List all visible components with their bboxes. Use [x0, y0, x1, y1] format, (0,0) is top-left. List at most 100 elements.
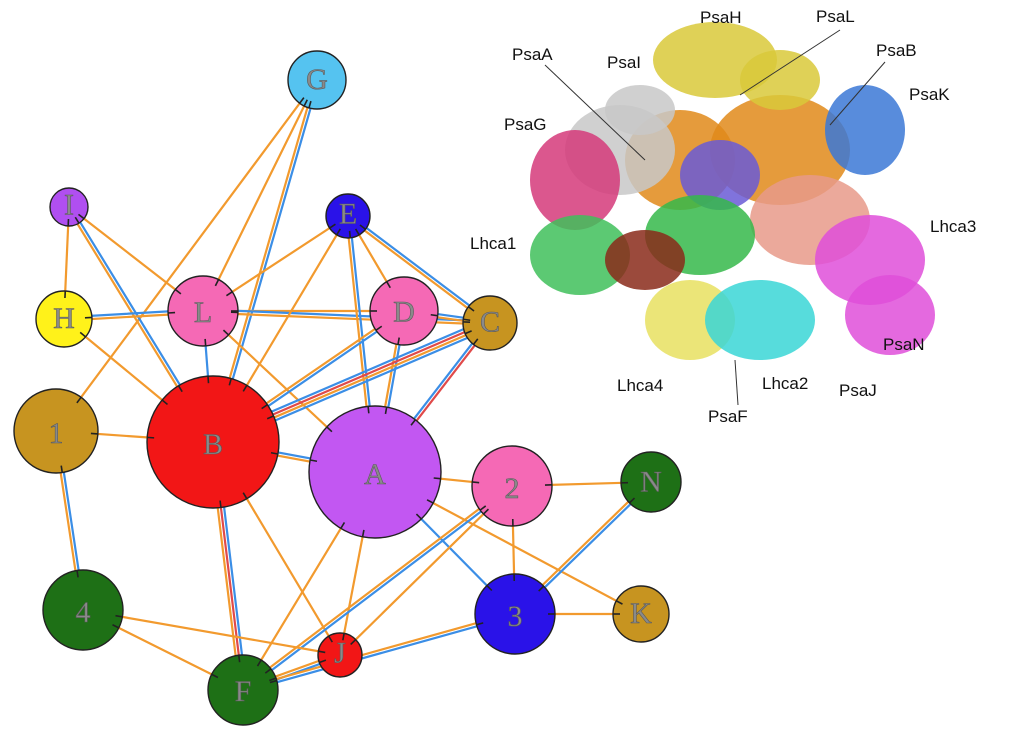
node-tick — [386, 281, 391, 289]
edge-G-L — [201, 78, 319, 313]
node-tick — [174, 288, 182, 295]
node-label: N — [640, 465, 662, 498]
node-B[interactable]: B — [146, 375, 280, 509]
node-label: 3 — [508, 600, 523, 633]
edge-L-C — [201, 308, 492, 326]
node-circle — [42, 569, 124, 651]
node-tick — [410, 419, 416, 426]
node-tick — [486, 584, 493, 592]
node-tick — [426, 499, 434, 504]
node-E[interactable]: E — [325, 193, 371, 239]
node-tick — [79, 331, 87, 338]
structure-label-psab: PsaB — [876, 41, 917, 60]
node-4[interactable]: 4 — [42, 569, 124, 651]
node-tick — [270, 451, 279, 455]
node-tick — [219, 500, 222, 508]
node-tick — [348, 230, 352, 238]
node-tick — [375, 325, 383, 331]
node-tick — [328, 635, 334, 643]
node-label: K — [630, 597, 652, 630]
node-F[interactable]: F — [207, 654, 279, 726]
edge-strand — [201, 311, 492, 326]
edge-strand — [242, 614, 517, 693]
node-tick — [415, 513, 422, 520]
node-tick — [463, 318, 471, 322]
node-tick — [628, 497, 636, 504]
node-tick — [76, 570, 79, 578]
node-A[interactable]: A — [308, 405, 442, 539]
structure-label-psaf: PsaF — [708, 407, 748, 426]
node-tick — [222, 329, 230, 336]
node-tick — [177, 385, 183, 393]
node-tick — [326, 426, 333, 433]
structure-domain — [680, 140, 760, 210]
node-tick — [308, 100, 312, 109]
node-circle — [13, 388, 99, 474]
node-3[interactable]: 3 — [474, 573, 556, 655]
node-tick — [303, 99, 308, 107]
node-tick — [464, 330, 472, 335]
node-2[interactable]: 2 — [471, 445, 553, 527]
node-label: G — [306, 63, 328, 96]
structure-label-psag: PsaG — [504, 115, 547, 134]
node-circle — [325, 193, 371, 239]
node-tick — [340, 522, 346, 529]
node-H[interactable]: H — [35, 290, 93, 348]
node-L[interactable]: L — [167, 275, 239, 347]
edge-strand — [54, 78, 319, 433]
node-label: I — [64, 189, 74, 222]
node-1[interactable]: 1 — [13, 388, 99, 474]
edge-strand — [201, 78, 319, 313]
edge-strand — [345, 216, 491, 326]
edge-G-1 — [54, 78, 319, 433]
structure-label-psak: PsaK — [909, 85, 950, 104]
node-tick — [77, 213, 85, 220]
edge-2-F — [240, 483, 515, 693]
structure-label-lhca1: Lhca1 — [470, 234, 516, 253]
node-label: C — [480, 306, 500, 339]
node-label: E — [339, 198, 357, 231]
edge-strand — [241, 611, 516, 690]
node-label: 1 — [49, 417, 64, 450]
node-I[interactable]: I — [49, 187, 89, 227]
edge-strand — [81, 608, 342, 657]
structure-domain — [705, 280, 815, 360]
node-J[interactable]: J — [317, 632, 363, 678]
node-tick — [329, 223, 336, 229]
node-G[interactable]: G — [287, 50, 347, 110]
node-tick — [74, 216, 80, 224]
structure-label-psai: PsaI — [607, 53, 641, 72]
node-tick — [397, 337, 401, 345]
node-tick — [256, 659, 262, 667]
node-circle — [35, 290, 93, 348]
node-tick — [472, 481, 480, 484]
leader-line — [739, 29, 841, 96]
node-D[interactable]: D — [369, 276, 439, 346]
structure-domain — [845, 275, 935, 355]
leader-line — [544, 64, 646, 161]
node-tick — [242, 492, 248, 500]
structure-domain — [605, 85, 675, 135]
node-tick — [318, 650, 326, 654]
edge-strand — [240, 483, 513, 690]
node-label: A — [364, 458, 386, 491]
node-K[interactable]: K — [612, 585, 670, 643]
node-tick — [204, 338, 207, 346]
structure-label-psal: PsaL — [816, 7, 855, 26]
structure-label-psaj: PsaJ — [839, 381, 877, 400]
node-label: H — [53, 302, 75, 335]
leader-line — [734, 359, 739, 406]
node-tick — [261, 404, 268, 410]
node-N[interactable]: N — [620, 451, 682, 513]
node-label: F — [235, 675, 252, 708]
node-tick — [433, 477, 441, 480]
node-C[interactable]: C — [462, 295, 518, 351]
node-tick — [467, 306, 475, 312]
node-tick — [115, 614, 123, 618]
node-tick — [214, 279, 220, 287]
edge-strand — [347, 213, 493, 323]
node-label: D — [393, 296, 415, 329]
node-tick — [354, 228, 360, 236]
node-tick — [479, 505, 487, 511]
node-tick — [269, 677, 277, 682]
